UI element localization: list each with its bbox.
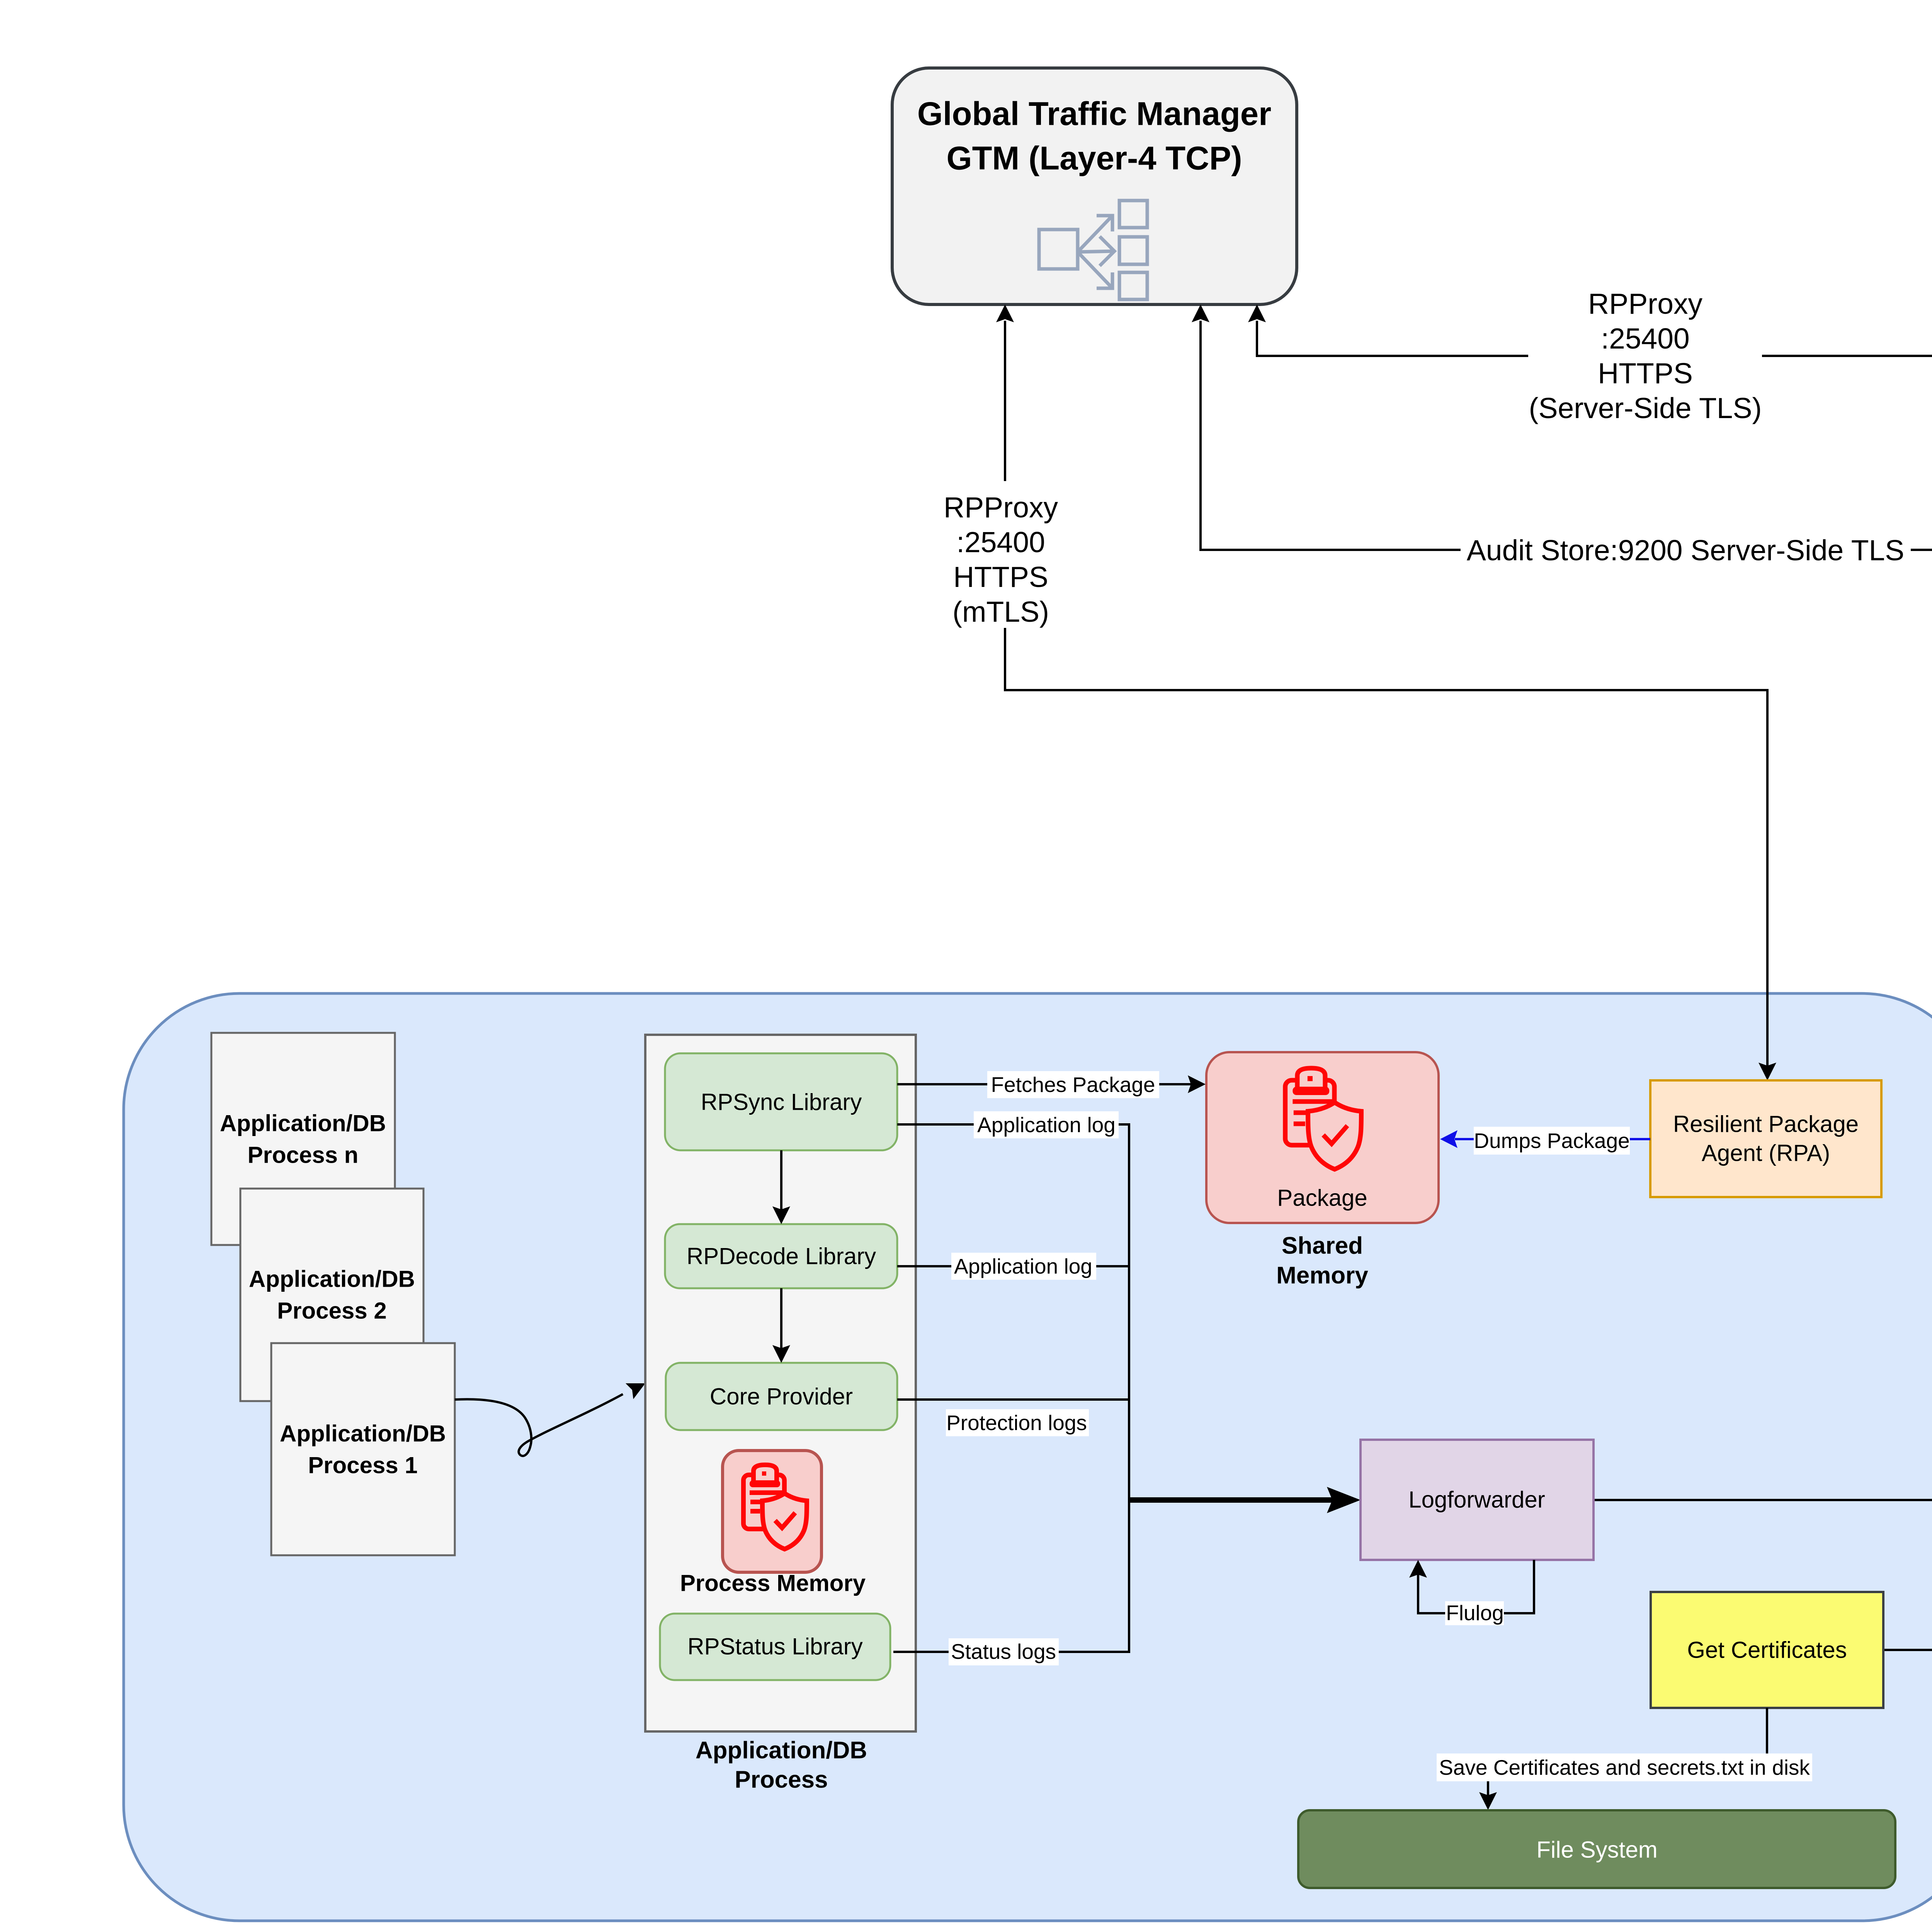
svg-text:Dumps Package: Dumps Package: [1474, 1129, 1630, 1153]
svg-text:Application/DB: Application/DB: [220, 1111, 386, 1136]
svg-text:Core Provider: Core Provider: [710, 1384, 853, 1410]
svg-text:RPDecode Library: RPDecode Library: [687, 1243, 876, 1269]
svg-text:File System: File System: [1536, 1837, 1657, 1863]
svg-text::25400: :25400: [1601, 322, 1689, 355]
svg-text:Protection logs: Protection logs: [946, 1411, 1087, 1435]
svg-text:Status logs: Status logs: [951, 1639, 1056, 1663]
svg-text:Process 2: Process 2: [277, 1298, 387, 1324]
svg-text:Application log: Application log: [954, 1254, 1092, 1278]
svg-text:Package: Package: [1277, 1185, 1367, 1211]
svg-text:RPProxy: RPProxy: [1588, 287, 1702, 320]
svg-text:Audit Store:9200 Server-Side T: Audit Store:9200 Server-Side TLS: [1467, 534, 1905, 566]
svg-text:Process: Process: [735, 1767, 828, 1793]
svg-text:(mTLS): (mTLS): [952, 595, 1049, 628]
svg-text:Memory: Memory: [1276, 1262, 1368, 1289]
svg-text:Application/DB: Application/DB: [696, 1737, 867, 1764]
svg-text:Shared: Shared: [1282, 1233, 1363, 1259]
svg-text:Agent (RPA): Agent (RPA): [1702, 1140, 1830, 1166]
svg-text::25400: :25400: [956, 526, 1045, 558]
svg-text:Save Certificates and secrets.: Save Certificates and secrets.txt in dis…: [1439, 1755, 1810, 1779]
svg-text:HTTPS: HTTPS: [953, 561, 1048, 593]
svg-text:RPStatus Library: RPStatus Library: [687, 1634, 863, 1660]
svg-text:Application log: Application log: [977, 1113, 1116, 1137]
svg-text:Resilient Package: Resilient Package: [1673, 1111, 1859, 1137]
svg-text:RPSync Library: RPSync Library: [701, 1089, 862, 1115]
svg-text:Fetches Package: Fetches Package: [991, 1073, 1155, 1097]
svg-text:Application/DB: Application/DB: [280, 1421, 446, 1447]
svg-text:Logforwarder: Logforwarder: [1408, 1487, 1545, 1513]
svg-text:RPProxy: RPProxy: [944, 491, 1058, 524]
svg-text:Global Traffic Manager: Global Traffic Manager: [917, 96, 1271, 133]
svg-text:Process Memory: Process Memory: [680, 1570, 866, 1596]
svg-text:HTTPS: HTTPS: [1598, 357, 1693, 389]
svg-text:Get Certificates: Get Certificates: [1687, 1637, 1847, 1663]
svg-text:Process n: Process n: [248, 1142, 359, 1168]
svg-text:(Server-Side TLS): (Server-Side TLS): [1529, 392, 1762, 424]
svg-text:Process 1: Process 1: [308, 1452, 418, 1478]
svg-text:Application/DB: Application/DB: [249, 1266, 415, 1292]
svg-text:GTM (Layer-4 TCP): GTM (Layer-4 TCP): [946, 140, 1242, 177]
svg-text:Flulog: Flulog: [1446, 1601, 1504, 1625]
